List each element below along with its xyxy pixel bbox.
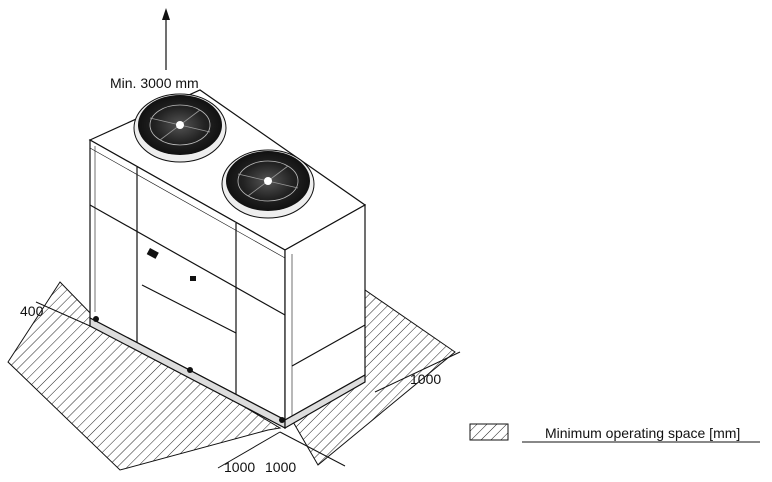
legend-hatch-swatch	[469, 423, 509, 441]
arrow-up-icon	[162, 8, 170, 70]
legend: Minimum operating space [mm]	[469, 423, 760, 443]
axial-fan-icon	[221, 149, 315, 219]
panel-handles	[93, 248, 285, 423]
axial-fan-icon	[133, 93, 227, 163]
operating-space-zones	[7, 281, 456, 471]
right-side-dimension: 1000	[410, 371, 441, 387]
clearance-top-label: Min. 3000 mm	[110, 75, 199, 91]
left-side-dimension: 400	[20, 303, 44, 319]
dimension-lines	[35, 301, 461, 469]
front-right-dimension: 1000	[265, 459, 296, 475]
front-left-dimension: 1000	[224, 459, 255, 475]
legend-label: Minimum operating space [mm]	[545, 425, 740, 441]
